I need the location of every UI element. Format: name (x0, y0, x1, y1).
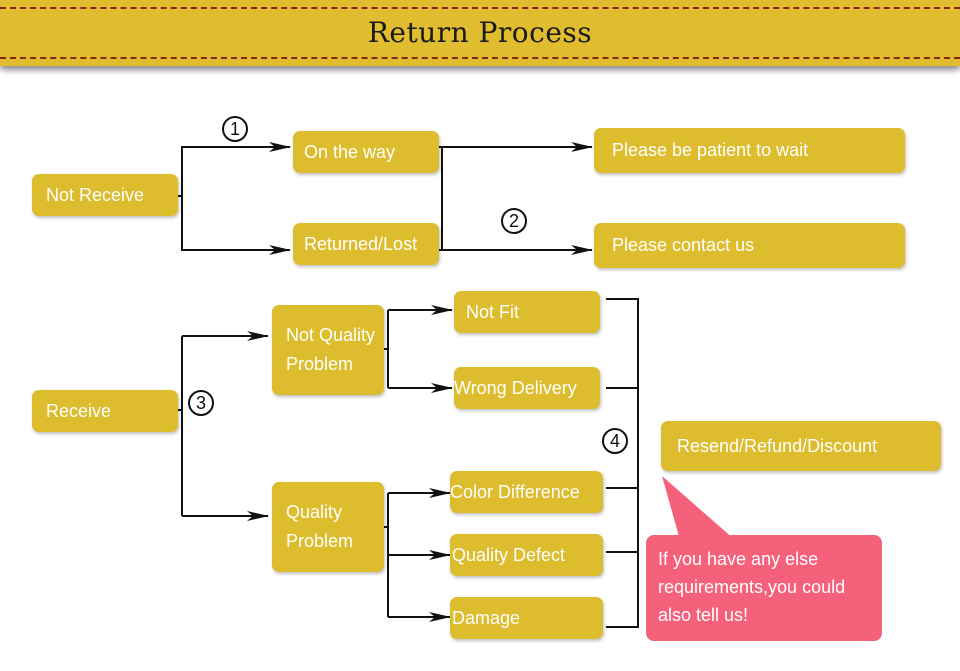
node-color-difference: Color Difference (450, 471, 603, 513)
bracket-resolution (606, 298, 639, 628)
node-resend-refund-discount: Resend/Refund/Discount (661, 421, 941, 471)
connector-outcomes (438, 146, 443, 251)
connector-not-quality-sub (384, 310, 389, 388)
node-contact-us: Please contact us (594, 223, 905, 268)
node-wrong-delivery: Wrong Delivery (454, 367, 600, 409)
node-label: Receive (46, 400, 112, 421)
callout-pointer (662, 476, 735, 540)
node-label: Quality Defect (452, 544, 566, 565)
node-label: Not Quality Problem (286, 325, 376, 374)
node-label: Not Receive (46, 184, 145, 205)
connector-quality-sub (384, 493, 389, 617)
node-not-fit: Not Fit (454, 291, 600, 333)
step-1-badge: 1 (222, 116, 248, 142)
node-label: Returned/Lost (304, 233, 418, 254)
callout-note: If you have any else requirements,you co… (646, 535, 882, 641)
step-2-badge: 2 (501, 208, 527, 234)
node-on-the-way: On the way (293, 131, 439, 173)
callout-text: If you have any else requirements,you co… (658, 549, 846, 625)
node-returned-lost: Returned/Lost (293, 223, 439, 265)
node-quality-problem: Quality Problem (272, 482, 384, 572)
node-not-quality-problem: Not Quality Problem (272, 305, 384, 395)
node-label: Resend/Refund/Discount (677, 435, 878, 456)
node-please-wait: Please be patient to wait (594, 128, 905, 173)
node-label: Wrong Delivery (454, 377, 577, 398)
connector-not-receive (178, 146, 290, 251)
node-label: Please be patient to wait (612, 140, 809, 160)
node-label: Please contact us (612, 235, 755, 255)
node-not-receive: Not Receive (32, 174, 178, 216)
node-receive: Receive (32, 390, 178, 432)
connector-receive (178, 336, 183, 516)
node-label: Quality Problem (286, 502, 354, 551)
node-label: Color Difference (450, 481, 580, 502)
page-title: Return Process (367, 16, 593, 49)
step-4-badge: 4 (602, 428, 628, 454)
node-quality-defect: Quality Defect (450, 534, 603, 576)
title-banner: Return Process (0, 0, 960, 66)
step-3-badge: 3 (188, 390, 214, 416)
node-label: On the way (304, 141, 396, 162)
node-label: Not Fit (466, 301, 520, 322)
node-damage: Damage (450, 597, 603, 639)
node-label: Damage (452, 607, 521, 628)
